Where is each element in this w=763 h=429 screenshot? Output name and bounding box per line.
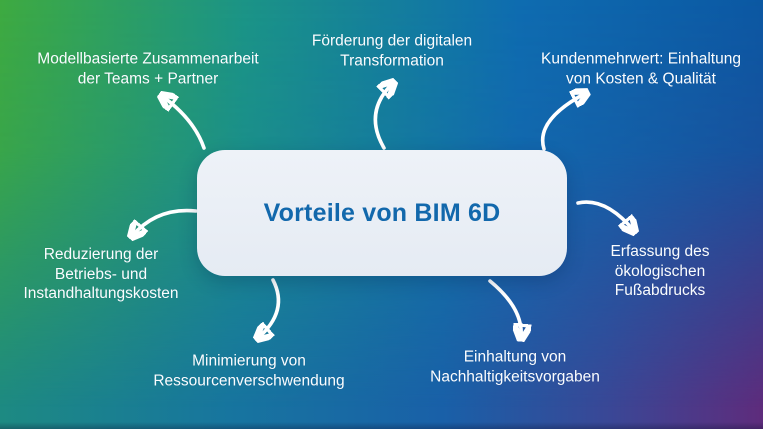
arrow-to-bottom-right-icon <box>488 279 521 338</box>
benefit-label-bottom-center: Minimierung von Ressourcenverschwendung <box>153 352 345 390</box>
benefit-label-top-center: Förderung der digitalen Transformation <box>311 32 473 70</box>
benefit-label-bottom-right: Einhaltung von Nachhaltigkeitsvorgaben <box>430 348 600 386</box>
benefit-label-left: Reduzierung der Betriebs- und Instandhal… <box>23 245 179 302</box>
benefit-label-top-right: Kundenmehrwert: Einhaltung von Kosten & … <box>541 50 741 88</box>
central-topic-title: Vorteile von BIM 6D <box>263 198 501 227</box>
arrow-to-right-icon <box>576 200 634 231</box>
benefit-label-right: Erfassung des ökologischen Fußabdrucks <box>610 242 710 299</box>
arrow-to-top-right-icon <box>541 93 586 151</box>
arrow-to-left-icon <box>132 208 198 236</box>
arrow-to-top-center-icon <box>373 83 393 150</box>
benefit-label-top-left: Modellbasierte Zusammenarbeit der Teams … <box>37 50 259 88</box>
arrow-to-bottom-center-icon <box>258 278 281 338</box>
central-topic-box: Vorteile von BIM 6D <box>197 150 567 276</box>
arrow-to-top-left-icon <box>162 96 206 150</box>
